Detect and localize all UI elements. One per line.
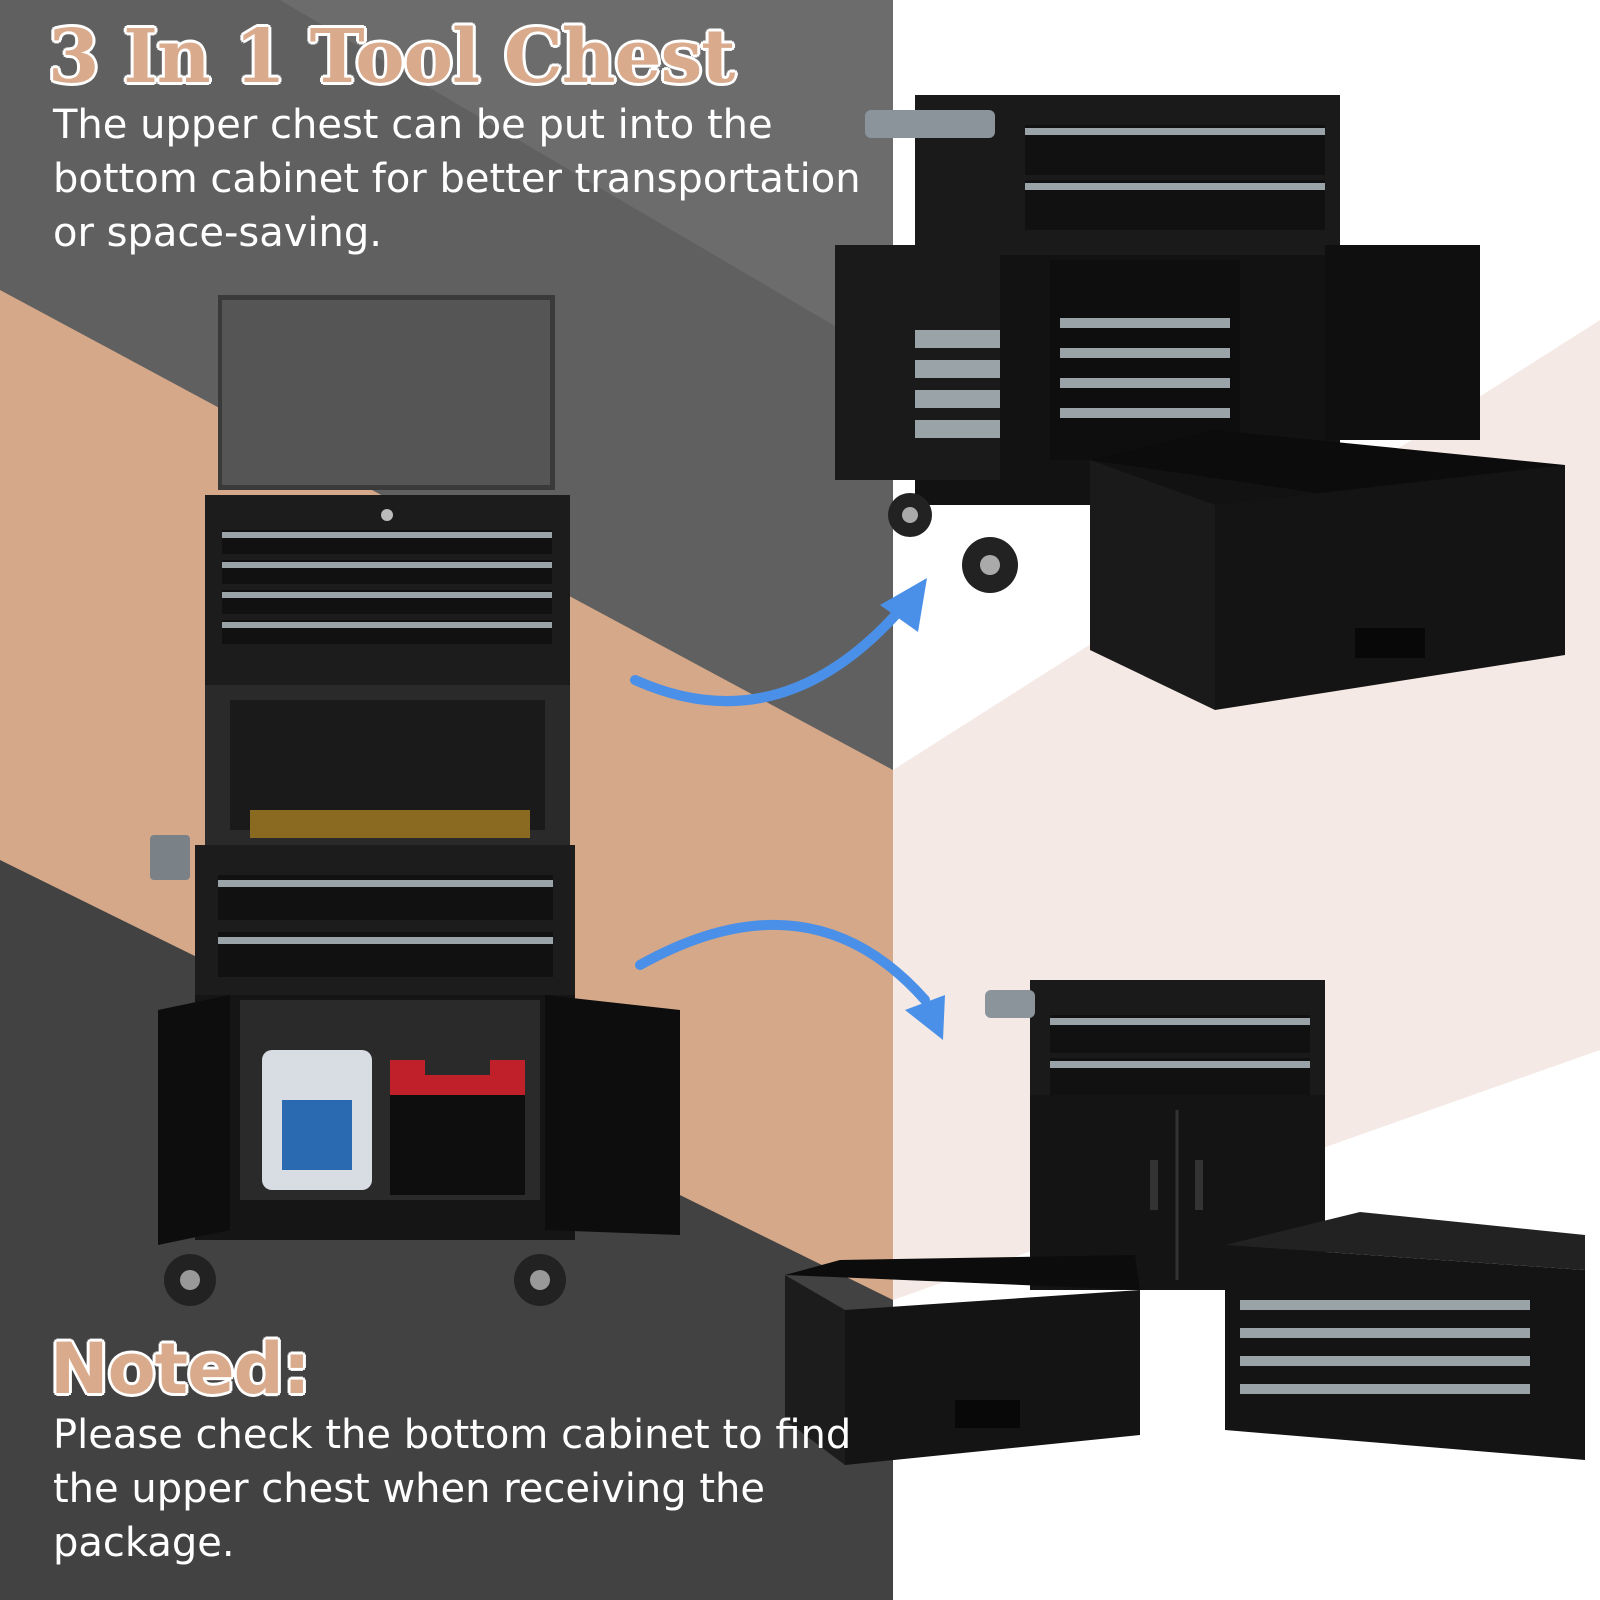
page-title: 3 In 1 Tool Chest xyxy=(48,14,735,100)
note-heading: Noted: xyxy=(50,1328,311,1410)
curved-arrow-icon xyxy=(630,578,927,707)
note-description: Please check the bottom cabinet to find … xyxy=(53,1412,852,1566)
stacked-chest-image xyxy=(150,295,680,1306)
curved-arrow-icon xyxy=(635,919,945,1040)
intro-description: The upper chest can be put into the bott… xyxy=(53,102,861,256)
assembled-cart-image xyxy=(835,95,1565,710)
separated-units-image xyxy=(785,980,1585,1465)
